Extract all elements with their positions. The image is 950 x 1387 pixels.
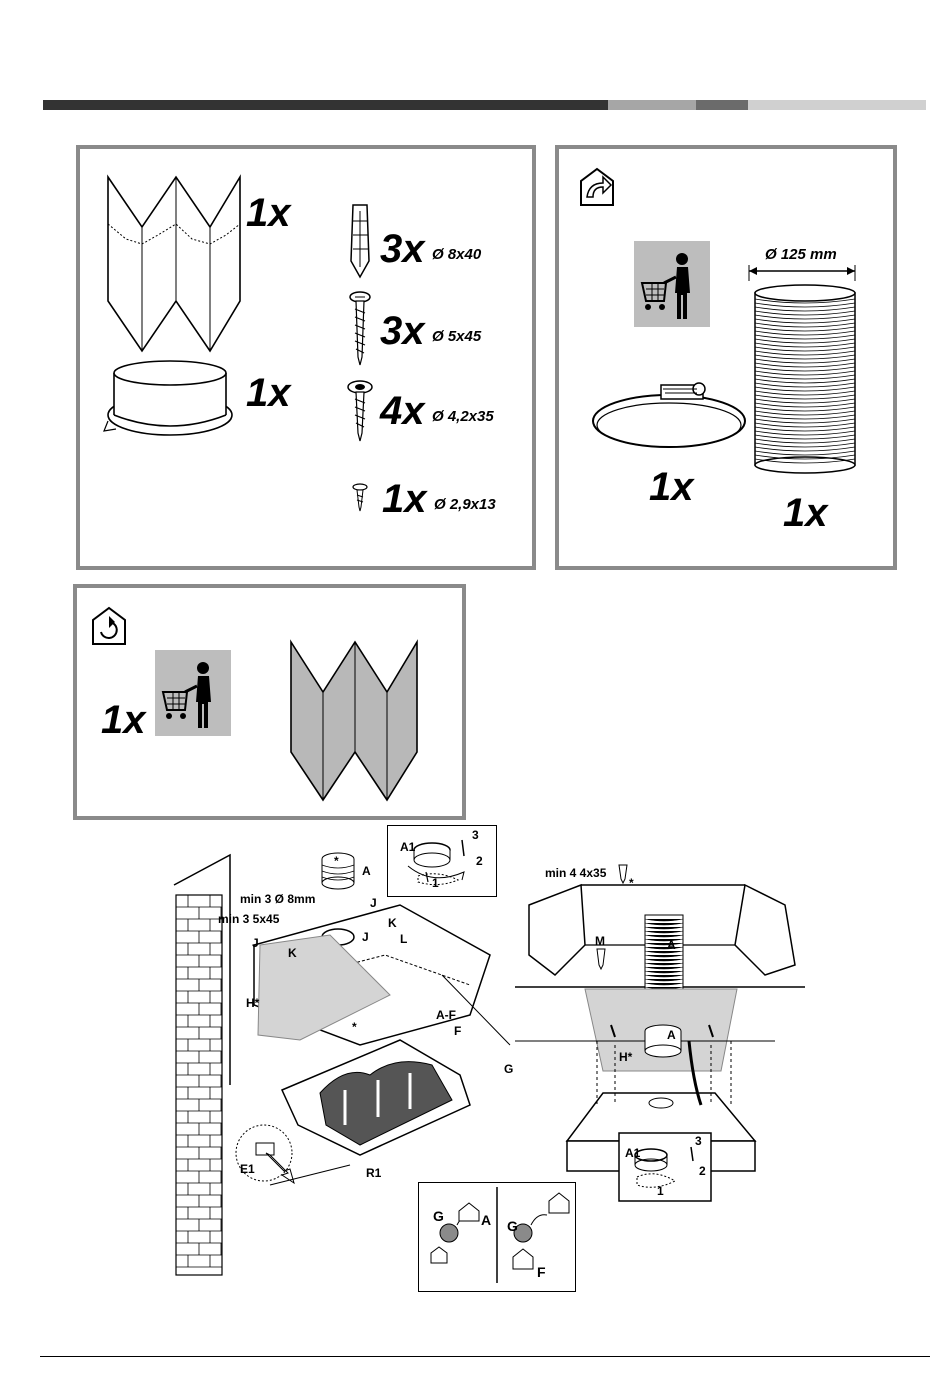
footer-rule [40, 1356, 930, 1357]
screw-washer-icon [345, 379, 375, 445]
screw-small-size: Ø 2,9x13 [434, 497, 496, 512]
header-bar-segment-pale [748, 100, 926, 110]
wall-plug-icon [345, 201, 375, 281]
hood-exploded-drawing [515, 855, 805, 1210]
legend-A: A [481, 1213, 491, 1227]
header-bar-segment-mid [696, 100, 748, 110]
screw-small-qty: 1x [382, 479, 427, 519]
screw-washer-size: Ø 4,2x35 [432, 409, 494, 424]
label-H-right: H* [619, 1051, 632, 1063]
label-A1-right: A1 [625, 1147, 640, 1159]
label-n1-right: 1 [657, 1185, 664, 1197]
label-A-flange: A [667, 1029, 676, 1041]
ducted-exhaust-icon [579, 167, 619, 207]
label-n3: 3 [472, 829, 479, 841]
label-G: G [504, 1063, 513, 1075]
recirculation-icon [91, 606, 131, 646]
flexible-duct-qty: 1x [783, 493, 828, 533]
duct-diameter-arrow [747, 263, 857, 283]
screw-small-icon [350, 483, 370, 513]
filter-panel-icon [106, 169, 246, 349]
label-J-mid: J [362, 931, 369, 943]
label-n2: 2 [476, 855, 483, 867]
label-n3-right: 3 [695, 1135, 702, 1147]
header-bar-segment-light [608, 100, 696, 110]
label-A1: A1 [400, 841, 415, 853]
wall-plug-size: Ø 8x40 [432, 247, 481, 262]
header-bar-segment-dark [43, 100, 608, 110]
label-star-right: * [629, 877, 634, 889]
label-H: H* [246, 997, 259, 1009]
label-A-duct: A [667, 939, 676, 951]
label-K-top: K [388, 917, 397, 929]
legend-F: F [537, 1265, 546, 1279]
label-n2-right: 2 [699, 1165, 706, 1177]
label-J-left: J [252, 937, 259, 949]
screw-washer-qty: 4x [380, 391, 425, 431]
filter-panel-qty: 1x [246, 193, 291, 233]
label-A: A [362, 865, 371, 877]
purchase-separately-icon [634, 241, 710, 327]
wall-plug-qty: 3x [380, 229, 425, 269]
exhaust-panel: Ø 125 mm 1x 1x [555, 145, 897, 570]
label-min-4: min 4 4x35 [545, 867, 606, 879]
screw-large-icon [345, 291, 375, 371]
hose-clamp-qty: 1x [649, 467, 694, 507]
label-min-plug: min 3 Ø 8mm [240, 893, 315, 905]
label-star-top: * [334, 855, 339, 867]
label-min-screw: min 3 5x45 [218, 913, 279, 925]
label-A-F: A-F [436, 1009, 456, 1021]
duct-diameter-label: Ø 125 mm [765, 247, 837, 262]
screw-large-qty: 3x [380, 311, 425, 351]
screw-large-size: Ø 5x45 [432, 329, 481, 344]
label-E1: E1 [240, 1163, 255, 1175]
recirculation-panel: 1x [73, 584, 466, 820]
purchase-separately-icon-2 [155, 650, 231, 736]
hose-clamp-icon [589, 377, 749, 467]
label-R1: R1 [366, 1167, 381, 1179]
legend-G-right: G [507, 1219, 518, 1233]
label-L: L [400, 933, 407, 945]
charcoal-filter-icon [289, 632, 429, 802]
label-star-mid: * [352, 1021, 357, 1033]
label-M: M [595, 935, 605, 947]
parts-panel: 1x 1x 3x Ø 8x40 3x Ø 5x45 4x Ø 4,2x35 [76, 145, 536, 570]
label-F: F [454, 1025, 461, 1037]
label-K-left: K [288, 947, 297, 959]
legend-G-left: G [433, 1209, 444, 1223]
label-n1: 1 [432, 877, 439, 889]
flange-ring-icon [104, 359, 244, 439]
flexible-duct-icon [751, 283, 861, 473]
recirculation-filter-qty: 1x [101, 700, 146, 740]
installation-diagram-right: min 4 4x35 * M A A H* A1 3 2 1 [515, 855, 805, 1210]
label-J-top: J [370, 897, 377, 909]
flange-ring-qty: 1x [246, 373, 291, 413]
